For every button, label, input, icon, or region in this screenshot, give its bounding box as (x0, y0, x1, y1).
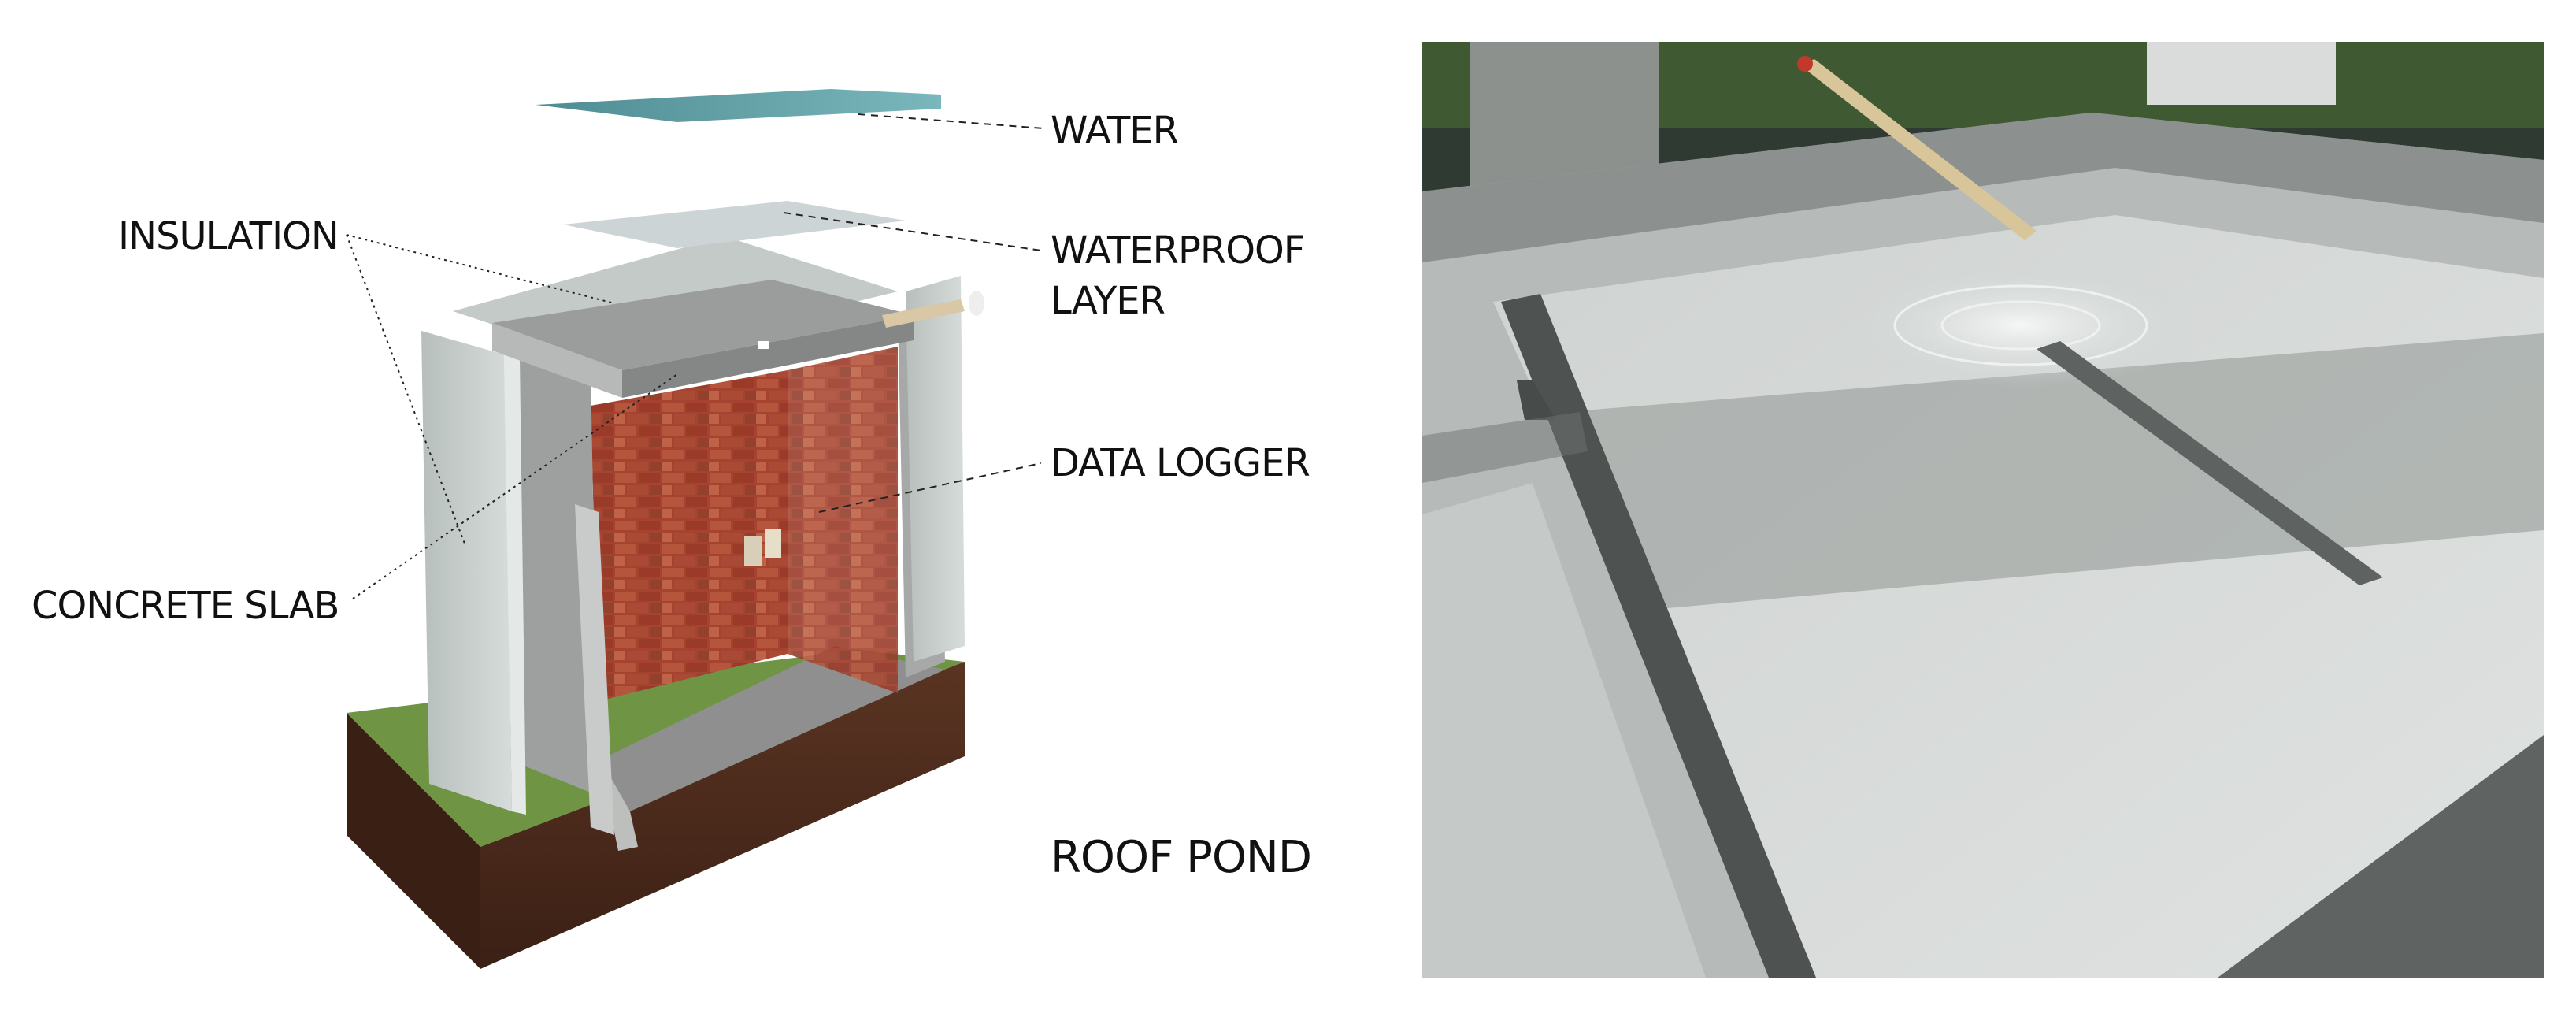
roof-pond-photo (1422, 42, 2544, 978)
soil-side (480, 662, 965, 969)
stick (1800, 59, 2037, 240)
label-water: WATER (1051, 109, 1179, 153)
diagram-illustration (346, 89, 1044, 969)
brick-wall-back-left (591, 370, 788, 701)
concrete-roof-slab (492, 280, 914, 370)
concrete-wall-left (512, 347, 599, 796)
label-waterproof-line1: WATERPROOF (1051, 228, 1305, 273)
floor-slab (583, 646, 945, 811)
water-layer (536, 89, 941, 122)
photo-illustration (1422, 42, 2544, 978)
label-concrete-slab: CONCRETE SLAB (32, 584, 339, 628)
label-data-logger: DATA LOGGER (1051, 441, 1310, 485)
brick-wall-back-right (788, 347, 898, 693)
exploded-diagram: WATER INSULATION WATERPROOF LAYER DATA L… (32, 89, 1312, 969)
insulation-panel-right (906, 276, 965, 662)
insulation-panel-left (421, 331, 512, 811)
data-logger-device (744, 536, 762, 566)
label-roof-pond: ROOF POND (1051, 832, 1312, 883)
label-waterproof-line2: LAYER (1051, 279, 1166, 323)
leader-lines (783, 113, 1044, 513)
waterproof-layer (563, 201, 906, 248)
soil-front (347, 713, 480, 969)
label-insulation: INSULATION (118, 214, 339, 258)
